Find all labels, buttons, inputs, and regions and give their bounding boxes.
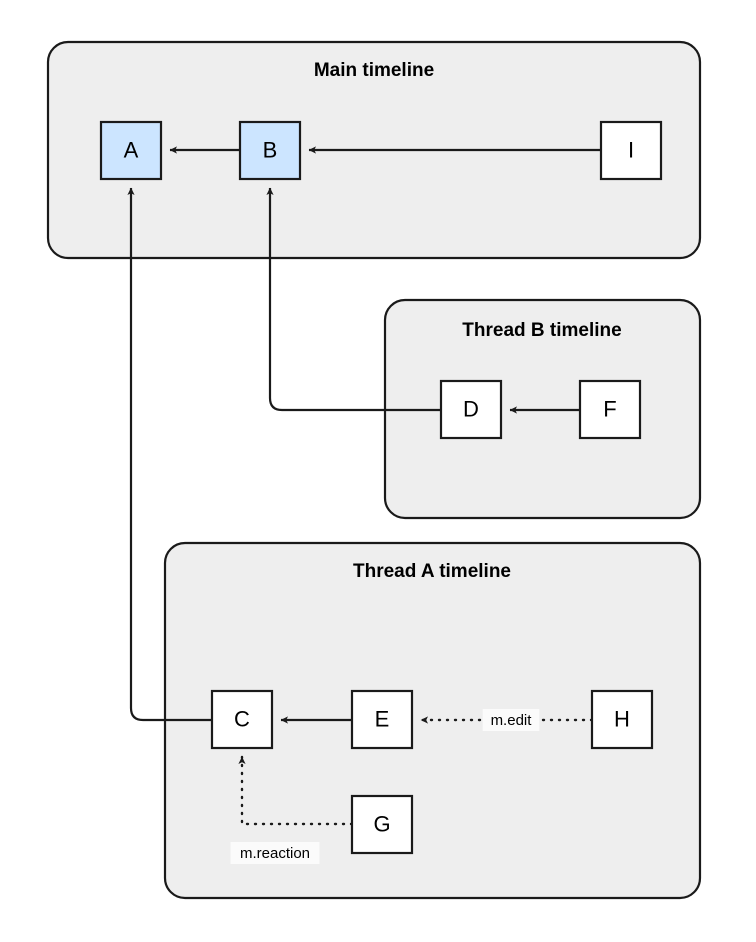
node-label-F: F: [603, 396, 616, 421]
node-label-C: C: [234, 706, 250, 731]
node-label-I: I: [628, 137, 634, 162]
edge-D-B: [266, 187, 441, 412]
edge-label-H-E: m.edit: [491, 712, 533, 729]
node-box-C: [210, 689, 274, 750]
edge-label-bg-G-C: [230, 842, 320, 864]
edge-label-group-H-E: m.edit: [482, 709, 540, 731]
node-label-A: A: [124, 137, 139, 162]
event-nodes: A B I D F C E H G: [99, 120, 663, 855]
node-box-I: [599, 120, 663, 181]
edge-label-G-C: m.reaction: [240, 845, 310, 862]
event-node-I[interactable]: I: [599, 120, 663, 181]
node-box-B: [238, 120, 302, 181]
event-node-H[interactable]: H: [590, 689, 654, 750]
node-box-F: [578, 379, 642, 440]
event-node-D[interactable]: D: [439, 379, 503, 440]
event-node-C[interactable]: C: [210, 689, 274, 750]
event-node-E[interactable]: E: [350, 689, 414, 750]
edges: [127, 146, 601, 826]
event-node-A[interactable]: A: [99, 120, 163, 181]
node-label-D: D: [463, 396, 479, 421]
edge-labels: m.edit m.reaction: [230, 709, 540, 864]
node-box-G: [350, 794, 414, 855]
edge-label-bg-H-E: [482, 709, 540, 731]
timeline-title-main: Main timeline: [314, 60, 434, 81]
node-label-G: G: [373, 811, 390, 836]
node-label-B: B: [263, 137, 278, 162]
node-box-E: [350, 689, 414, 750]
event-node-B[interactable]: B: [238, 120, 302, 181]
event-node-G[interactable]: G: [350, 794, 414, 855]
timeline-title-thread-b: Thread B timeline: [462, 320, 621, 341]
timeline-title-thread-a: Thread A timeline: [353, 561, 511, 582]
node-box-A: [99, 120, 163, 181]
node-box-H: [590, 689, 654, 750]
event-node-F[interactable]: F: [578, 379, 642, 440]
node-box-D: [439, 379, 503, 440]
edge-label-group-G-C: m.reaction: [230, 842, 320, 864]
node-label-H: H: [614, 706, 630, 731]
edge-C-A: [127, 187, 212, 722]
node-label-E: E: [375, 706, 390, 731]
